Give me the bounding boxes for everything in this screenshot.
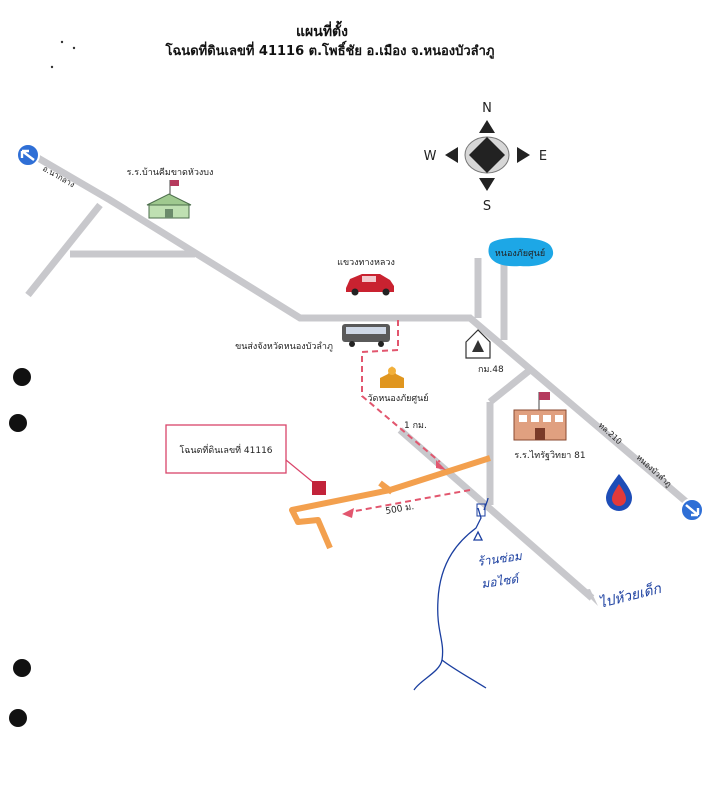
east-arrow-sign: [680, 498, 704, 522]
compass-n: N: [482, 101, 492, 116]
route-arrow-left: [342, 508, 354, 518]
north-arrow-icon: [479, 120, 495, 133]
distance-500m: 500 ม.: [385, 502, 415, 517]
school-building-icon: [513, 392, 567, 441]
hand-label-moto: มอไซด์: [480, 572, 522, 591]
gas-station-icon: [606, 474, 632, 511]
lake: หนองภัยศูนย์: [488, 237, 554, 267]
west-arrow-icon: [445, 147, 458, 163]
compass-w: W: [424, 149, 437, 164]
temple: วัดหนองภัยศูนย์: [367, 366, 429, 404]
map-subtitle: โฉนดที่ดินเลขที่ 41116 ต.โพธิ์ชัย อ.เมือ…: [164, 40, 494, 59]
school-right: ร.ร.ไทรัฐวิทยา 81: [513, 392, 586, 461]
garuda-emblem-icon: [465, 329, 491, 359]
side-road-school: [487, 367, 533, 405]
car-icon: [346, 274, 394, 296]
compass-s: S: [483, 199, 491, 214]
stray-mark: [72, 46, 76, 50]
plot-callout-box: [165, 424, 287, 474]
main-highway: [36, 154, 693, 508]
hand-label-destination: ไปห้วยเด็ก: [597, 580, 664, 612]
south-arrow-icon: [479, 178, 495, 191]
road-end-arrow: [582, 589, 598, 606]
east-arrow-icon: [517, 147, 530, 163]
punch-hole: [13, 659, 31, 677]
plot-marker: [312, 481, 326, 495]
orange-local-road: [289, 455, 491, 550]
hand-marker-icon: [476, 503, 486, 517]
land-plot: โฉนดที่ดินเลขที่ 41116: [165, 424, 326, 495]
bus-icon: [342, 324, 390, 347]
plot-callout-label: โฉนดที่ดินเลขที่ 41116: [179, 443, 272, 456]
stray-mark: [50, 65, 54, 69]
punch-hole: [9, 709, 27, 727]
dashed-route: [349, 320, 471, 513]
compass-star-icon: [469, 137, 505, 173]
school-top-label: ร.ร.บ้านคีมขาดหัวงบง: [127, 167, 214, 178]
road-network: [25, 154, 693, 601]
map-title: แผนที่ตั้ง: [296, 20, 348, 40]
stray-mark: [60, 40, 64, 44]
highway-dept: แขวงทางหลวง: [337, 258, 395, 296]
bus-station: ขนส่งจังหวัดหนองบัวลำภู: [235, 324, 390, 352]
compass-e: E: [539, 149, 547, 164]
arrow-icon: [20, 149, 35, 161]
arrow-icon: [685, 504, 700, 517]
hand-drawn-routes: [413, 497, 489, 691]
distance-1km: 1 กม.: [404, 421, 427, 431]
side-road-west: [25, 202, 103, 298]
lake-label: หนองภัยศูนย์: [495, 247, 545, 259]
road-to-huai-dek: [397, 427, 595, 601]
hand-label-shop: ร้านซ่อม: [476, 549, 523, 569]
school-building-icon: [146, 180, 192, 219]
school-right-label: ร.ร.ไทรัฐวิทยา 81: [514, 450, 585, 461]
plot-leader-line: [285, 459, 315, 484]
buddha-icon: [380, 366, 404, 388]
highway-dept-label: แขวงทางหลวง: [337, 258, 395, 268]
lake-shape: [488, 237, 554, 267]
bus-station-label: ขนส่งจังหวัดหนองบัวลำภู: [235, 341, 333, 352]
road-label-se: หนองบัวลำภู: [634, 453, 673, 490]
punch-hole: [13, 368, 31, 386]
compass-rose: N S W E: [424, 101, 548, 214]
west-arrow-sign: [16, 143, 40, 167]
temple-label: วัดหนองภัยศูนย์: [367, 392, 428, 404]
punch-hole: [9, 414, 27, 432]
military-post: กม.48: [465, 329, 504, 375]
military-label: กม.48: [478, 365, 504, 375]
route-arrow-head: [436, 460, 446, 470]
school-top: ร.ร.บ้านคีมขาดหัวงบง: [127, 167, 214, 219]
